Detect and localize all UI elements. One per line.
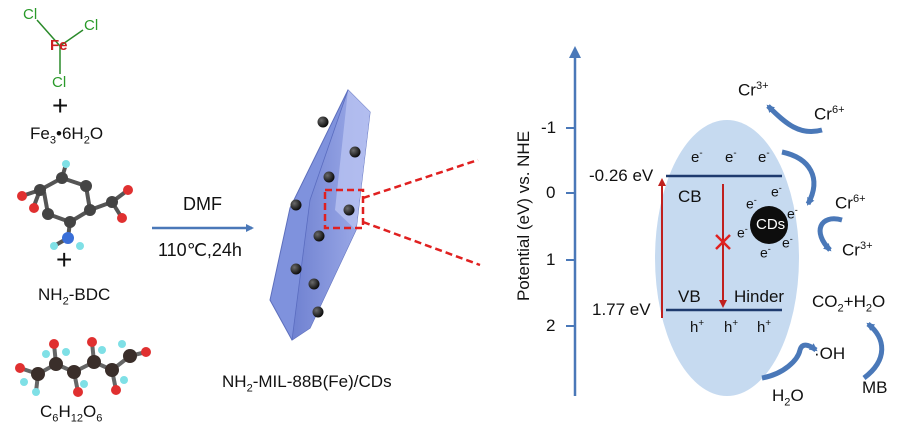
cl-atom-left: Cl	[23, 6, 38, 23]
cds-label: CDs	[756, 216, 786, 233]
water-label: H2O	[772, 386, 804, 409]
mb-degradation-arrow	[862, 322, 885, 380]
hinder-label: Hinder	[734, 287, 785, 306]
water-oxidation-arrow	[761, 342, 818, 381]
vb-label: VB	[678, 287, 701, 306]
electron-transfer-arrow	[781, 149, 817, 206]
cds-electron-lowright: e-	[782, 234, 793, 251]
co2-h2o-label: CO2+H2O	[812, 292, 886, 315]
cr-reduction-arrow-top	[766, 104, 823, 134]
bdc-label: NH2-BDC	[38, 285, 111, 308]
cds-electron-left: e-	[737, 224, 748, 241]
cb-potential: -0.26 eV	[589, 166, 654, 185]
vb-hole-2: h+	[724, 318, 739, 336]
cb-electron-1: e-	[691, 148, 703, 166]
fe-atom: Fe	[50, 37, 68, 54]
zoom-line-bottom	[362, 220, 481, 267]
cb-electron-3: e-	[758, 148, 770, 166]
cd-particles	[290, 116, 361, 318]
bdc-molecule	[17, 160, 133, 250]
vb-potential: 1.77 eV	[592, 300, 651, 319]
axis-ticks	[566, 127, 575, 327]
vb-hole-3: h+	[757, 318, 772, 336]
catalyst-ellipse	[655, 120, 799, 396]
cds-electron-right: e-	[787, 205, 798, 222]
cr-reduction-arrow-right	[817, 216, 843, 252]
product-label: NH2-MIL-88B(Fe)/CDs	[222, 372, 392, 395]
cds-electron-top: e-	[771, 183, 782, 200]
tick-label-0: 0	[546, 183, 556, 202]
zoom-line-top	[362, 158, 479, 200]
y-axis-label: Potential (eV) vs. NHE	[514, 130, 533, 302]
mb-label: MB	[862, 378, 888, 397]
mof-crystal	[269, 89, 371, 341]
glucose-label: C6H12O6	[40, 402, 103, 425]
cr3-label-right: Cr3+	[842, 240, 873, 260]
cr6-label-top: Cr6+	[814, 104, 845, 124]
tick-label-1: 1	[546, 250, 556, 269]
hydroxyl-radical-label: ·OH	[814, 344, 846, 363]
cl-atom-right: Cl	[84, 17, 99, 34]
zoom-box	[323, 188, 365, 230]
cds-electron-bottom: e-	[760, 244, 771, 261]
cb-electron-2: e-	[725, 148, 737, 166]
plus-sign-2: +	[56, 244, 73, 275]
fe-salt-label: Fe3•6H2O	[30, 124, 104, 147]
cr6-label-right: Cr6+	[835, 193, 866, 213]
cds-electron-upleft: e-	[746, 195, 757, 212]
cr3-label-top: Cr3+	[738, 80, 769, 100]
tick-label-neg1: -1	[541, 118, 557, 137]
plus-sign-1: +	[52, 90, 69, 121]
cds-particle	[750, 206, 788, 244]
cl-atom-bottom: Cl	[52, 74, 67, 91]
fecl3-molecule	[36, 19, 84, 74]
glucose-molecule	[15, 337, 151, 397]
solvent-label: DMF	[183, 194, 222, 214]
conditions-label: 110℃,24h	[158, 240, 242, 260]
hinder-cross-icon	[715, 234, 731, 250]
tick-label-2: 2	[546, 316, 556, 335]
cb-label: CB	[678, 187, 702, 206]
vb-hole-1: h+	[690, 318, 705, 336]
